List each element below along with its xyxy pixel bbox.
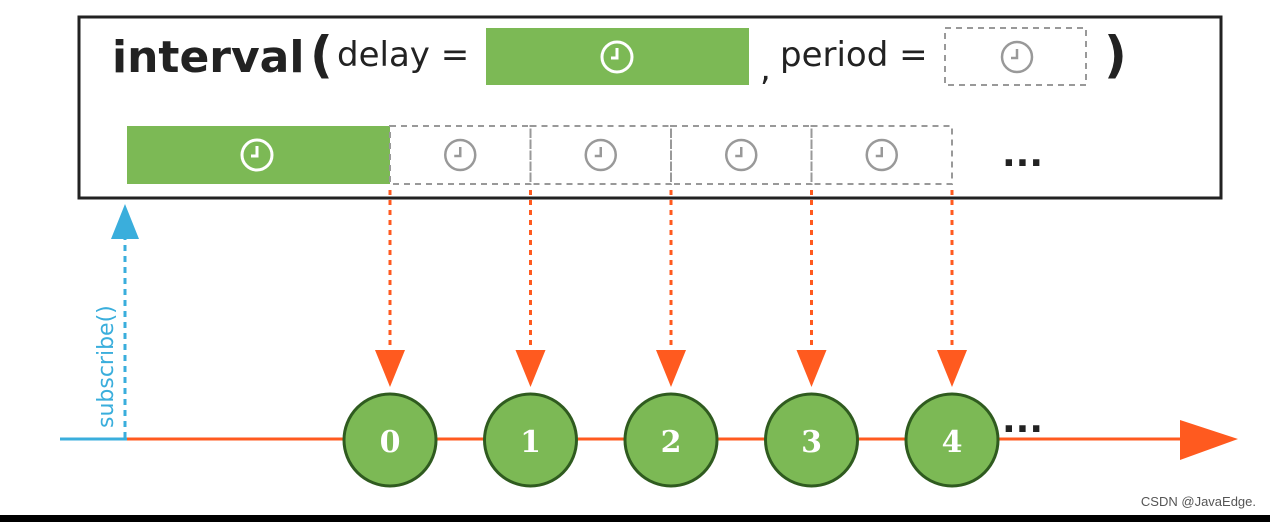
subscribe-label: subscribe() [94, 305, 119, 428]
clock-icon [444, 138, 477, 172]
comma: , [760, 49, 771, 89]
emissions-ellipsis: ... [1002, 400, 1043, 441]
emission-value: 4 [942, 425, 963, 460]
emission-value: 0 [380, 425, 401, 460]
emission-marble: 3 [764, 392, 859, 488]
emission-value: 2 [661, 425, 682, 460]
emission-value: 1 [520, 425, 541, 460]
subscribe-arrowhead [111, 204, 139, 239]
emission-arrowhead [937, 350, 967, 387]
clock-icon [725, 138, 758, 172]
emission-arrowhead [796, 350, 827, 387]
period-duration-block [944, 27, 1087, 86]
clock-icon [600, 40, 634, 74]
open-paren: ( [310, 26, 333, 84]
operator-name: interval [112, 32, 304, 83]
emission-marble: 1 [483, 392, 578, 488]
emission-arrowhead [656, 350, 686, 387]
watermark: CSDN @JavaEdge. [1140, 494, 1256, 509]
bottom-border [0, 515, 1270, 522]
clock-icon [240, 138, 274, 172]
close-paren: ) [1104, 26, 1127, 84]
emission-arrowhead [515, 350, 546, 387]
delay-label: delay = [337, 35, 469, 75]
period-label: period = [780, 35, 928, 75]
emission-marble: 2 [623, 392, 719, 488]
emission-value: 3 [801, 425, 822, 460]
clock-icon [865, 138, 898, 172]
emission-arrowhead [375, 350, 405, 387]
timeline-ellipsis: ... [1002, 134, 1043, 175]
clock-icon [584, 138, 617, 172]
output-timeline-arrowhead [1180, 420, 1238, 460]
timeline-period-block [810, 125, 953, 185]
clock-icon [1000, 40, 1034, 74]
emission-marble: 4 [904, 392, 1000, 488]
emission-marble: 0 [342, 392, 438, 488]
